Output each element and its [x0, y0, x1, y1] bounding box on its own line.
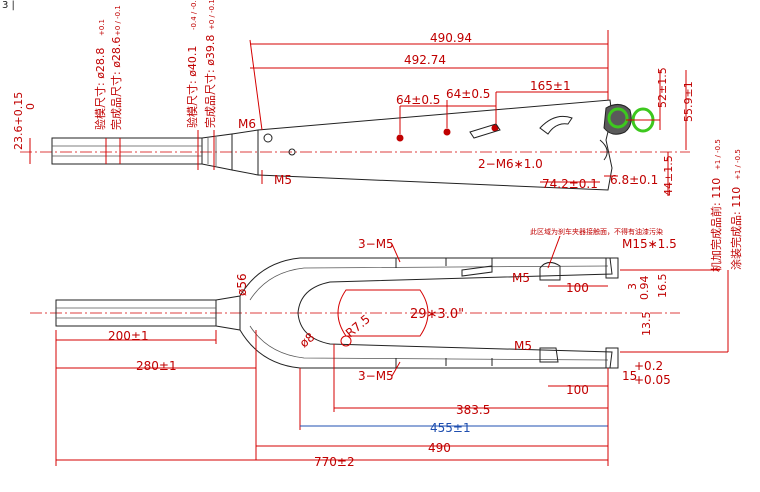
note-axle-1-tol: +1 / -0.5 — [714, 139, 722, 170]
note-axle-2-tol: +1 / -0.5 — [734, 149, 742, 180]
fork-blade — [257, 99, 613, 191]
dim-13-5: 13.5 — [640, 312, 653, 337]
dim-770: 770±2 — [314, 455, 355, 469]
note-insp-1-tol: +0.1 — [98, 19, 106, 36]
dim-phi56: ø56 — [235, 273, 249, 296]
label-3-m5-top: 3−M5 — [358, 237, 394, 251]
dim-29-3: 29∗3.0" — [410, 307, 464, 322]
dim-492-74: 492.74 — [404, 53, 446, 67]
dim-23-6-low: 0 — [24, 103, 37, 110]
mount-hole-2 — [443, 128, 451, 136]
mount-hole-1 — [396, 134, 404, 142]
dim-165: 165±1 — [530, 79, 571, 93]
note-done-1: 完成品尺寸: ø28.6 — [109, 37, 123, 130]
dim-15: 15 — [622, 369, 637, 383]
steerer-tube — [51, 137, 203, 165]
dropout-bottom — [605, 347, 619, 369]
note-axle-2: 涂装完成品: 110 — [729, 187, 743, 270]
dim-55-9: 55.9±1 — [682, 81, 695, 122]
dim-200: 200±1 — [108, 329, 149, 343]
crown — [231, 129, 259, 176]
note-insp-1: 验模尺寸: ø28.8 — [93, 48, 107, 130]
label-m5: M5 — [274, 173, 292, 187]
clamp-area — [337, 289, 429, 337]
note-done-2-tol: +0 / -0.1 — [208, 0, 216, 30]
dim-phi8: ø8 — [297, 330, 317, 350]
cable-guide — [469, 123, 501, 139]
note-done-1-tol: +0 / -0.1 — [114, 5, 122, 36]
dim-plus-0-05: +0.05 — [634, 373, 671, 387]
dim-74-2: 74.2±0.1 — [542, 177, 598, 191]
mount-hole-3 — [491, 124, 499, 132]
dim-490-94: 490.94 — [430, 31, 472, 45]
dropout-top — [605, 257, 619, 279]
dim-490-front: 490 — [428, 441, 451, 455]
dim-383-5: 383.5 — [456, 403, 490, 417]
brake-mount — [539, 115, 573, 135]
note-insp-2: 验模尺寸: ø40.1 — [185, 46, 199, 128]
note-done-2: 完成品尺寸: ø39.8 — [203, 35, 217, 128]
note-axle-1: 机加完成品前: 110 — [709, 178, 723, 272]
note-clamp-area: 此区域为刹车夹器接触面，不得有油漆污染 — [530, 227, 663, 236]
side-view: 490.94 492.74 165±1 64±0.5 64±0.5 52±1.5… — [12, 0, 743, 272]
dim-280: 280±1 — [136, 359, 177, 373]
front-crown-legs — [239, 257, 613, 369]
note-insp-2-tol: -0.4 / -0.1 — [190, 0, 198, 30]
dim-0-94: 0.94 — [638, 276, 651, 301]
label-m5-side: M5 — [512, 271, 530, 285]
corner-mark: 3 | — [2, 0, 15, 11]
dim-6-8: 6.8±0.1 — [610, 173, 658, 187]
dim-23-6: 23.6+0.15 — [12, 92, 25, 150]
dim-64b: 64±0.5 — [446, 87, 490, 101]
front-view: 3−M5 3−M5 M5 M5 M15∗1.5 此区域为刹车夹器接触面，不得有油… — [30, 227, 729, 469]
dim-52: 52±1.5 — [656, 67, 669, 108]
dim-100-bot: 100 — [566, 383, 589, 397]
dropout-green-mark — [607, 107, 629, 129]
dim-m6x1: 2−M6∗1.0 — [478, 157, 543, 171]
label-m6: M6 — [238, 117, 256, 131]
steerer-taper — [201, 133, 233, 171]
label-m15: M15∗1.5 — [622, 237, 677, 251]
dim-3: 3 — [626, 283, 639, 290]
dim-44: 44±1.5 — [662, 155, 675, 196]
dim-plus-0-2: +0.2 — [634, 359, 663, 373]
front-steerer — [55, 299, 217, 327]
dim-64a: 64±0.5 — [396, 93, 440, 107]
dim-100-top: 100 — [566, 281, 589, 295]
dim-16-5: 16.5 — [656, 274, 669, 299]
label-m5-mid: M5 — [514, 339, 532, 353]
dim-455: 455±1 — [430, 421, 471, 435]
label-3-m5-bot: 3−M5 — [358, 369, 394, 383]
